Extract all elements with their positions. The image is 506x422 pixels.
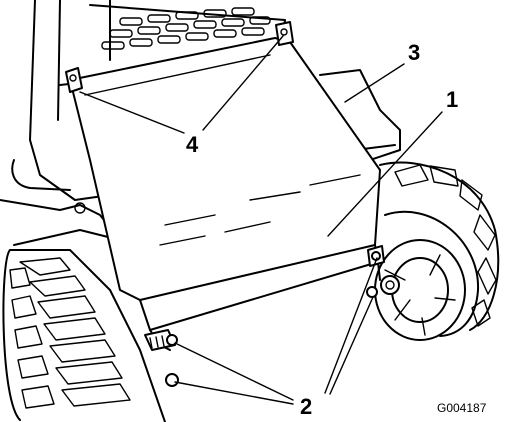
- leader-2b: [174, 381, 294, 405]
- right-track: [374, 161, 500, 341]
- bolts: [144, 245, 385, 387]
- callout-2: 2: [300, 394, 312, 419]
- machine-frame: [0, 0, 121, 246]
- left-track: [2, 249, 166, 422]
- leader-1: [327, 111, 443, 237]
- leader-2a: [174, 342, 294, 401]
- leader-4b: [202, 35, 284, 131]
- callout-3: 3: [408, 40, 420, 65]
- leader-2d: [329, 296, 374, 395]
- leader-2c: [324, 257, 378, 394]
- callout-4: 4: [186, 132, 199, 157]
- callout-1: 1: [446, 87, 458, 112]
- leader-4a: [79, 91, 185, 134]
- leader-3: [344, 63, 405, 103]
- leader-lines: [79, 35, 443, 405]
- figure-id: G004187: [437, 401, 487, 415]
